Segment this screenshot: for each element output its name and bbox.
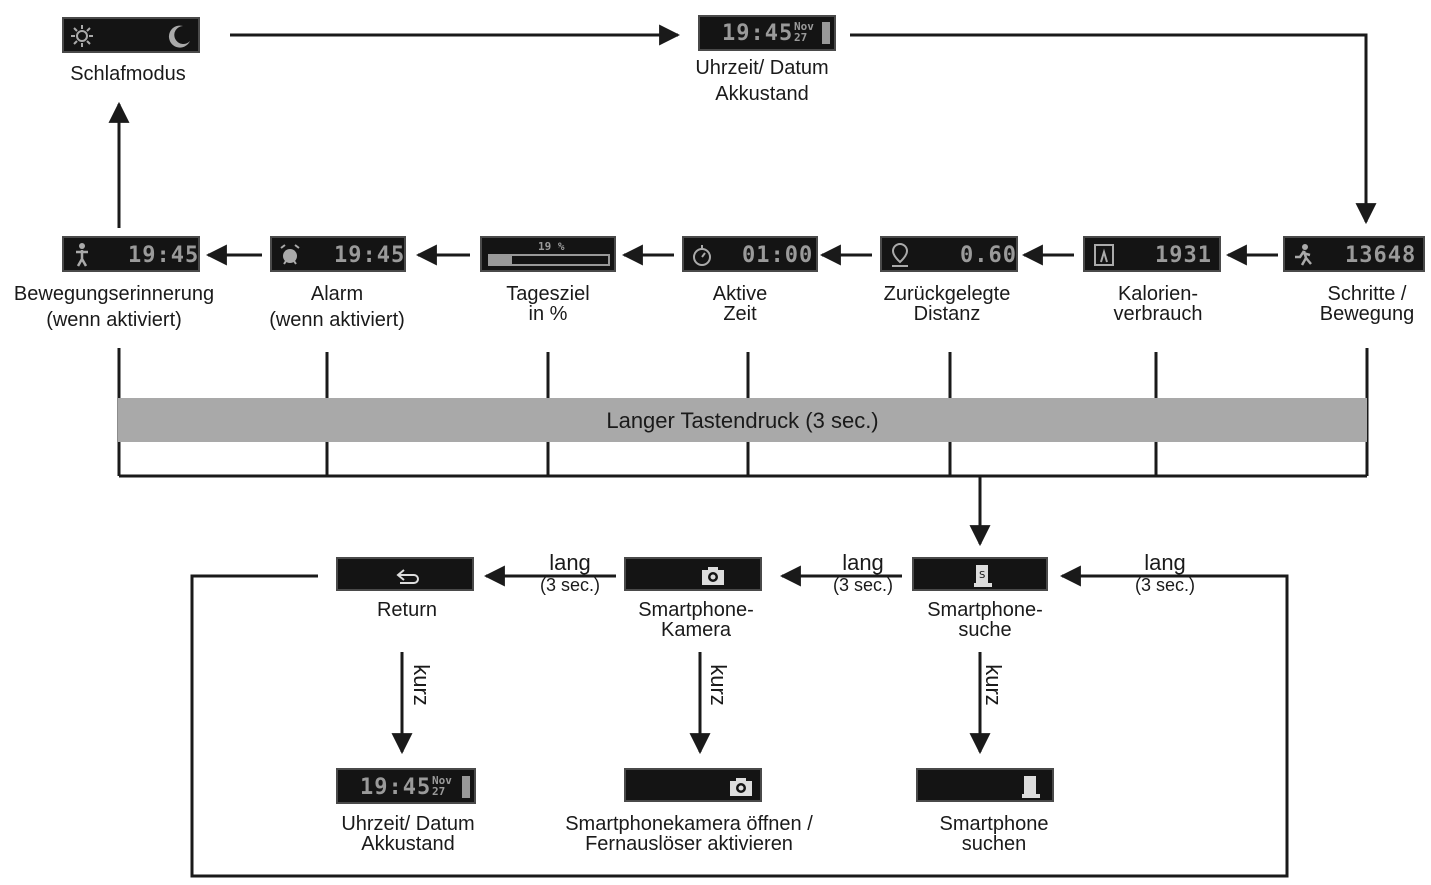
walker-icon: [1295, 244, 1312, 266]
goal-progress-bar: [488, 254, 610, 266]
alarm-clock-icon: [280, 244, 300, 265]
calories-value: 1931: [1155, 243, 1212, 268]
goal-progress-fill: [490, 256, 513, 264]
arrow-loop-to-search: [190, 574, 1289, 878]
alarm-label: Alarm (wenn aktiviert): [269, 283, 405, 331]
camera-open-label: Smartphonekamera öffnen / Fernauslöser a…: [565, 813, 813, 855]
camera-open-icon: [730, 778, 752, 796]
calories-label: Kalorien- verbrauch: [1113, 283, 1203, 325]
phone-find-icon: [1022, 776, 1040, 798]
steps-value: 13648: [1345, 243, 1417, 268]
distance-screen: 0.60: [880, 236, 1018, 272]
return-label: Return: [376, 599, 438, 621]
movement-reminder-screen: 19:45: [62, 236, 200, 272]
sun-icon: [71, 25, 93, 47]
alarm-value: 19:45: [334, 243, 406, 268]
goal-percent-value: 19 %: [538, 240, 565, 253]
long-press-label: Langer Tastendruck (3 sec.): [606, 408, 879, 433]
location-pin-icon: [891, 242, 909, 267]
distance-value: 0.60: [960, 243, 1017, 268]
phone-search-screen: S: [912, 557, 1048, 591]
steps-label: Schritte / Bewegung: [1319, 283, 1415, 325]
time-date-label: Uhrzeit/ Datum Akkustand: [695, 57, 829, 105]
phone-camera-label: Smartphone- Kamera: [638, 599, 754, 641]
time-bottom-value: 19:45: [360, 775, 432, 800]
active-time-screen: 01:00: [682, 236, 818, 272]
phone-find-label: Smartphone suchen: [939, 813, 1049, 855]
daily-goal-label: Tagesziel in %: [506, 283, 590, 325]
camera-icon: [702, 567, 724, 585]
daily-goal-screen: 19 %: [480, 236, 616, 272]
return-arrow-icon: [396, 569, 419, 584]
return-screen: [336, 557, 474, 591]
phone-find-screen: [916, 768, 1054, 802]
phone-search-label: Smartphone- suche: [927, 599, 1043, 641]
sleep-label: Schlafmodus: [70, 63, 186, 85]
scale-icon: [1094, 244, 1114, 266]
battery-icon: [822, 22, 830, 44]
edge-label-kurz-search: kurz: [980, 664, 1006, 706]
distance-label: Zurückgelegte Distanz: [883, 283, 1011, 325]
stopwatch-icon: [693, 245, 711, 266]
camera-open-screen: [624, 768, 762, 802]
edge-label-kurz-camera: kurz: [705, 664, 731, 706]
calories-screen: 1931: [1083, 236, 1221, 272]
edge-label-kurz-return: kurz: [408, 664, 434, 706]
person-icon: [76, 243, 88, 267]
active-time-label: Aktive Zeit: [712, 283, 768, 325]
active-time-value: 01:00: [742, 243, 814, 268]
time-date-bottom-label: Uhrzeit/ Datum Akkustand: [341, 813, 475, 855]
phone-search-icon: S: [974, 565, 992, 587]
edge-label-lang-middle: lang (3 sec.): [832, 550, 894, 596]
arrow-time-to-steps: [850, 33, 1377, 225]
movement-reminder-label: Bewegungserinnerung (wenn aktiviert): [13, 283, 215, 331]
time-value: 19:45: [722, 21, 794, 46]
edge-label-lang-right: lang (3 sec.): [1134, 550, 1196, 596]
moon-icon: [168, 25, 190, 48]
alarm-screen: 19:45: [270, 236, 406, 272]
reminder-value: 19:45: [128, 243, 200, 268]
edge-label-lang-left: lang (3 sec.): [539, 550, 601, 596]
sleep-screen: [62, 17, 200, 53]
svg-text:S: S: [979, 570, 985, 581]
battery-bottom-icon: [462, 776, 470, 798]
phone-camera-screen: [624, 557, 762, 591]
steps-screen: 13648: [1283, 236, 1425, 272]
long-press-bar: Langer Tastendruck (3 sec.): [118, 398, 1367, 442]
